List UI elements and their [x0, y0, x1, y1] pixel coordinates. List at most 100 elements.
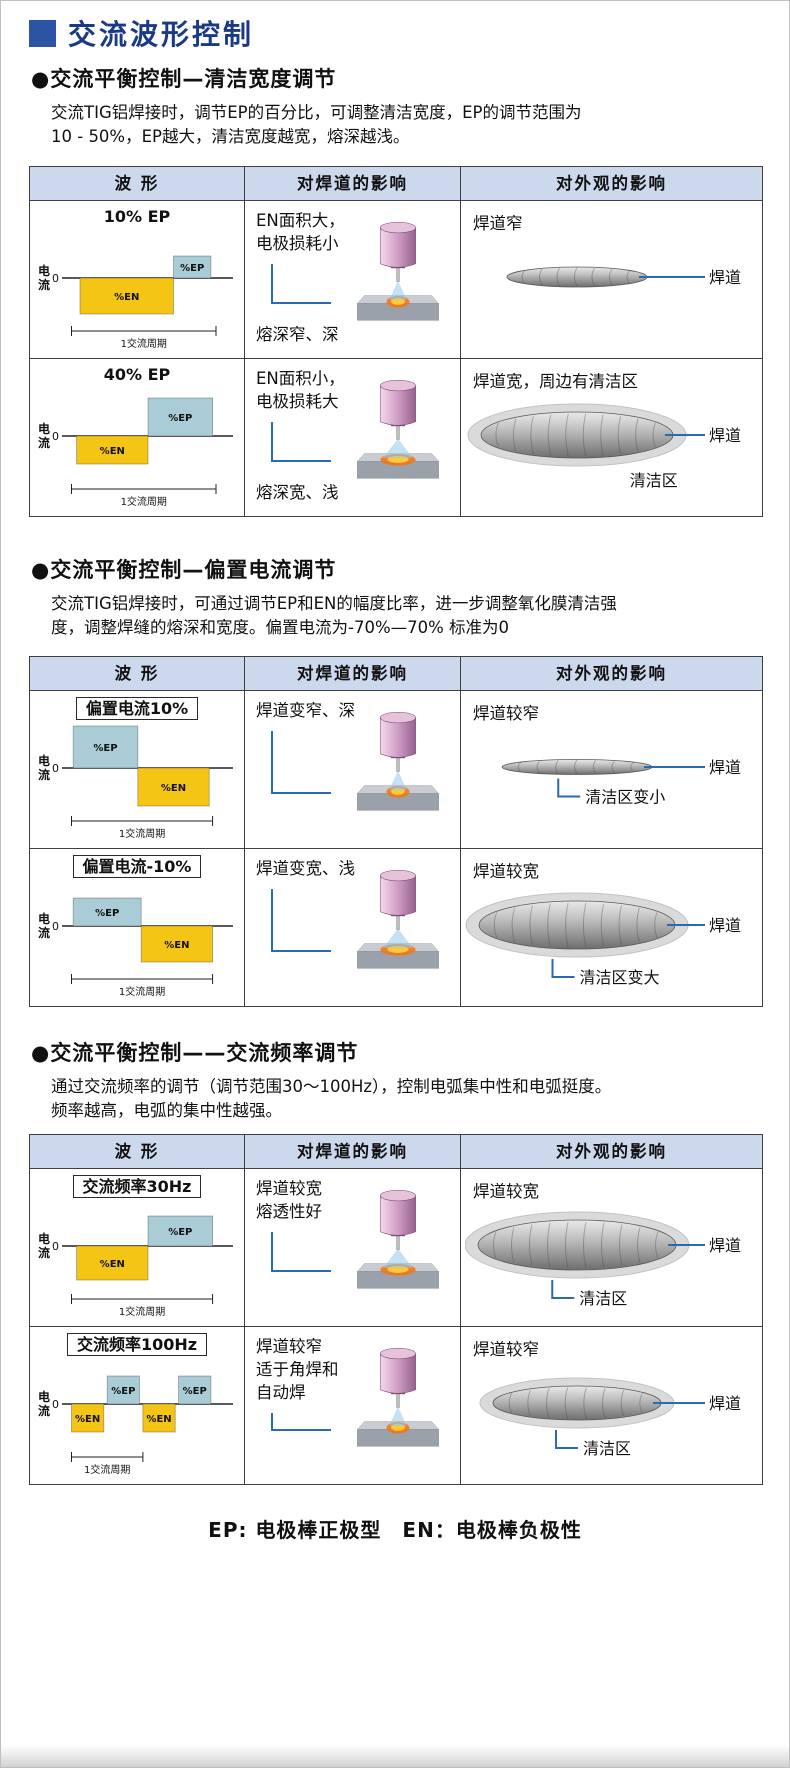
svg-text:流: 流: [38, 925, 50, 940]
table-header-row: 波 形对焊道的影响对外观的影响: [30, 657, 762, 691]
svg-text:流: 流: [38, 767, 50, 782]
svg-text:%EP: %EP: [168, 413, 192, 424]
callout-connector-line: [271, 1232, 331, 1272]
svg-text:电: 电: [38, 421, 50, 436]
appearance-cell: 焊道宽，周边有清洁区焊道清洁区: [461, 359, 762, 516]
svg-text:1交流周期: 1交流周期: [84, 1463, 130, 1476]
svg-text:1交流周期: 1交流周期: [121, 495, 167, 508]
section-heading: ●交流平衡控制—清洁宽度调节: [31, 67, 337, 91]
svg-text:清洁区: 清洁区: [583, 1439, 631, 1458]
waveform-title-label: 交流频率100Hz: [66, 1333, 208, 1356]
effect-text: EN面积大， 电极损耗小: [256, 211, 345, 253]
bead-effect-cell: 焊道较窄 适于角焊和 自动焊: [245, 1327, 461, 1484]
appearance-text: 焊道宽，周边有清洁区: [473, 372, 638, 391]
callout-connector-line: [271, 264, 331, 304]
waveform-title: 40% EP: [30, 365, 244, 384]
svg-text:%EP: %EP: [95, 908, 119, 919]
appearance-text: 焊道较宽: [473, 1182, 539, 1201]
callout-connector-line: [271, 731, 331, 794]
waveform-title: 偏置电流10%: [30, 697, 244, 720]
bead-effect-cell: EN面积小， 电极损耗大熔深宽、浅: [245, 359, 461, 516]
svg-text:1交流周期: 1交流周期: [119, 827, 165, 840]
svg-text:%EN: %EN: [161, 783, 186, 794]
svg-text:0: 0: [52, 272, 59, 285]
svg-text:%EP: %EP: [168, 1227, 192, 1238]
effect-text-secondary: 熔深宽、浅: [256, 483, 339, 502]
page-bottom-edge: [1, 1745, 789, 1767]
svg-text:流: 流: [38, 1403, 50, 1418]
appearance-cell: 焊道窄焊道: [461, 201, 762, 358]
appearance-text: 焊道较宽: [473, 862, 539, 881]
waveform-title-label: 10% EP: [103, 207, 171, 226]
svg-text:流: 流: [38, 277, 50, 292]
appearance-cell: 焊道较窄焊道清洁区: [461, 1327, 762, 1484]
section-description: 通过交流频率的调节（调节范围30～100Hz），控制电弧集中性和电弧挺度。 频率…: [51, 1077, 612, 1120]
column-header: 对焊道的影响: [245, 1135, 461, 1168]
svg-text:电: 电: [38, 753, 50, 768]
effect-text: 焊道变宽、浅: [256, 859, 355, 878]
svg-text:%EP: %EP: [93, 743, 117, 754]
effect-text-secondary: 熔深窄、深: [256, 325, 339, 344]
welding-torch-illustration: [356, 222, 440, 321]
svg-text:0: 0: [52, 430, 59, 443]
table-header-row: 波 形对焊道的影响对外观的影响: [30, 167, 762, 201]
column-header: 对外观的影响: [556, 1142, 667, 1161]
svg-text:0: 0: [52, 1240, 59, 1253]
title-square-icon: [29, 19, 56, 47]
svg-text:%EN: %EN: [146, 1414, 171, 1425]
svg-text:焊道: 焊道: [709, 268, 741, 287]
column-header: 波 形: [30, 167, 245, 200]
svg-text:清洁区: 清洁区: [630, 471, 678, 490]
welding-torch-illustration: [356, 380, 440, 479]
column-header: 对外观的影响: [556, 174, 667, 193]
effect-text: EN面积小， 电极损耗大: [256, 369, 345, 411]
svg-text:电: 电: [38, 263, 50, 278]
appearance-cell: 焊道较宽焊道清洁区: [461, 1169, 762, 1326]
effect-text: 焊道变窄、深: [256, 701, 355, 720]
welding-torch-illustration: [356, 1190, 440, 1289]
callout-connector-line: [271, 1413, 331, 1431]
page-title-bar: 交流波形控制: [29, 13, 254, 53]
svg-text:1交流周期: 1交流周期: [119, 1305, 165, 1318]
svg-text:%EN: %EN: [114, 292, 139, 303]
svg-text:1交流周期: 1交流周期: [119, 985, 165, 998]
svg-text:流: 流: [38, 435, 50, 450]
bead-effect-cell: 焊道较宽 熔透性好: [245, 1169, 461, 1326]
svg-text:焊道: 焊道: [709, 426, 741, 445]
section-heading: ●交流平衡控制——交流频率调节: [31, 1041, 359, 1065]
welding-torch-illustration: [356, 870, 440, 969]
svg-text:流: 流: [38, 1245, 50, 1260]
effect-text: 焊道较宽 熔透性好: [256, 1179, 322, 1221]
svg-text:%EN: %EN: [100, 1259, 125, 1270]
svg-text:%EN: %EN: [75, 1414, 100, 1425]
column-header: 对焊道的影响: [245, 657, 461, 690]
callout-connector-line: [271, 889, 331, 952]
table-header-row: 波 形对焊道的影响对外观的影响: [30, 1135, 762, 1169]
svg-text:%EP: %EP: [183, 1386, 207, 1397]
appearance-cell: 焊道较宽焊道清洁区变大: [461, 849, 762, 1006]
welding-torch-illustration: [356, 712, 440, 811]
svg-text:焊道: 焊道: [709, 1394, 741, 1413]
waveform-title-label: 偏置电流10%: [75, 697, 199, 720]
svg-text:焊道: 焊道: [709, 916, 741, 935]
section-description: 交流TIG铝焊接时，调节EP的百分比，可调整清洁宽度，EP的调节范围为 10 -…: [51, 103, 582, 146]
svg-text:0: 0: [52, 762, 59, 775]
